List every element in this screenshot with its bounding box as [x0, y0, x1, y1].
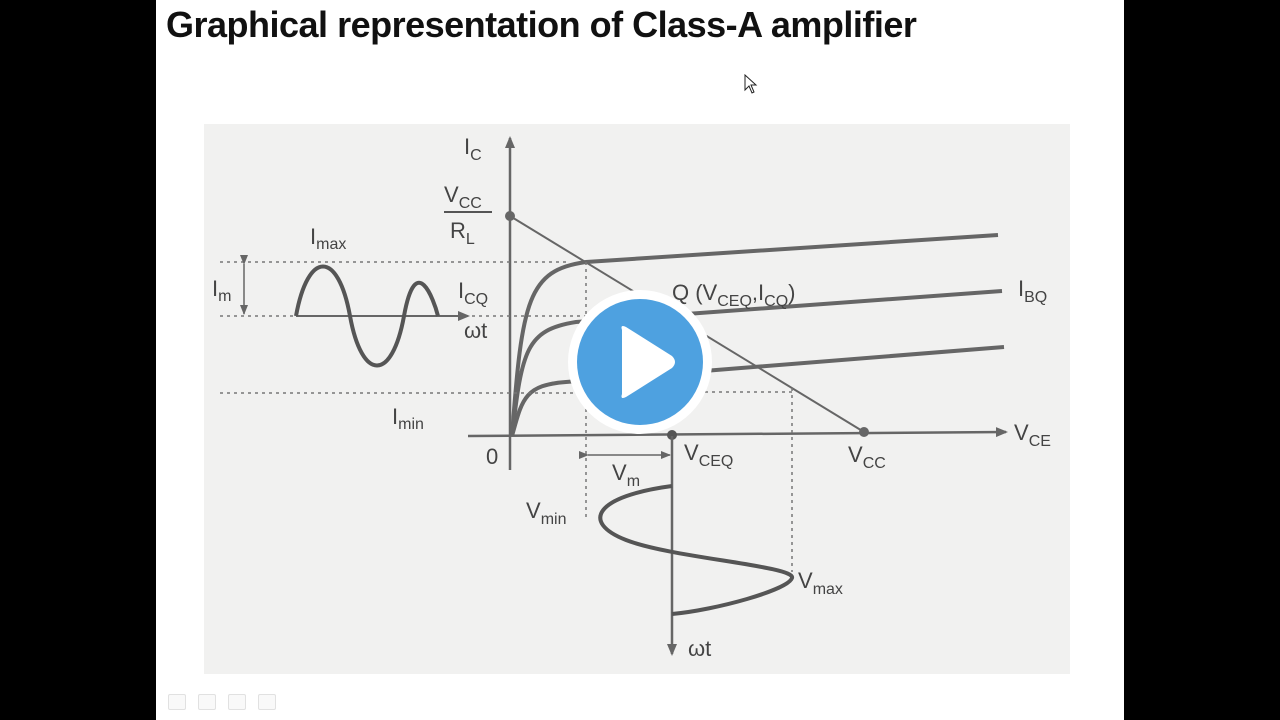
pen-icon[interactable]	[198, 694, 216, 710]
menu-icon[interactable]	[228, 694, 246, 710]
curve-lower	[510, 345, 1005, 437]
ic-label: IC	[464, 134, 482, 164]
vcc-point	[859, 427, 869, 437]
curve-ibq	[510, 289, 1003, 437]
current-sine-wave	[294, 264, 440, 368]
wt-bottom-label: ωt	[688, 636, 711, 661]
voltage-sine-wave	[598, 484, 795, 616]
vce-axis	[467, 427, 1008, 438]
class-a-diagram: IC VCC RL Imax Im ICQ ωt Imin 0 Q (VCEQ,…	[212, 134, 1051, 661]
play-icon	[621, 326, 675, 398]
vcc-axis-label: VCC	[848, 442, 886, 472]
vm-label: Vm	[612, 460, 640, 490]
vmax-label: Vmax	[798, 568, 843, 598]
origin-label: 0	[486, 444, 498, 469]
rl-label: RL	[450, 218, 475, 248]
imin-label: Imin	[392, 404, 424, 433]
prev-icon[interactable]	[168, 694, 186, 710]
im-label: Im	[212, 276, 231, 305]
vceq-label: VCEQ	[684, 440, 733, 470]
vceq-point	[667, 430, 677, 440]
q-point-label: Q (VCEQ,ICQ)	[672, 280, 795, 310]
next-icon[interactable]	[258, 694, 276, 710]
slide-toolbar	[168, 694, 276, 714]
vmin-label: Vmin	[526, 498, 566, 528]
mouse-cursor-icon	[744, 74, 758, 94]
imax-label: Imax	[310, 224, 346, 253]
wt-left-label: ωt	[464, 318, 487, 343]
slide: Graphical representation of Class-A ampl…	[156, 0, 1124, 720]
slide-title: Graphical representation of Class-A ampl…	[166, 4, 917, 45]
curve-upper	[510, 233, 999, 437]
vcc-rl-point	[505, 211, 515, 221]
vce-label: VCE	[1014, 420, 1051, 450]
vcc-numerator-label: VCC	[444, 182, 482, 212]
icq-label: ICQ	[458, 278, 488, 308]
ibq-label: IBQ	[1018, 276, 1047, 306]
play-button[interactable]	[568, 290, 712, 434]
